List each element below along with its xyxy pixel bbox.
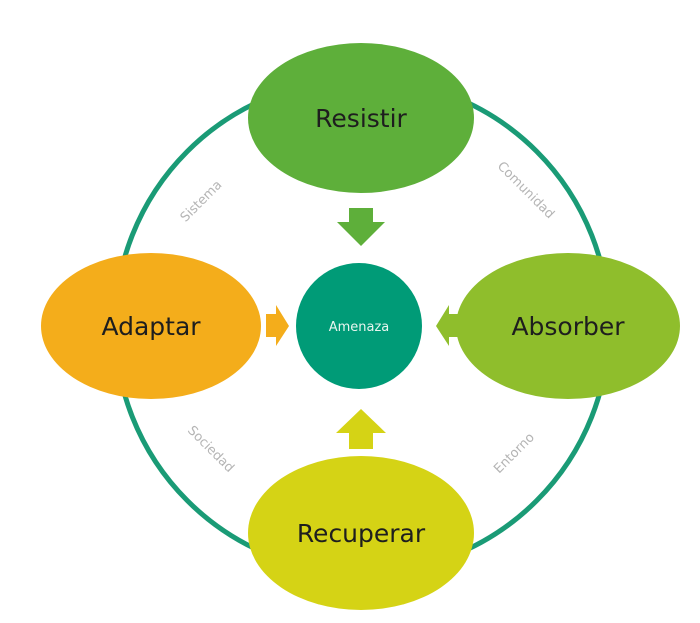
node-recuperar <box>248 456 474 610</box>
arrow-up-from-recuperar <box>336 409 386 449</box>
center-node-amenaza <box>296 263 422 389</box>
edge-label-comunidad: Comunidad <box>494 159 557 222</box>
edge-label-sistema: Sistema <box>178 178 226 226</box>
center-label: Amenaza <box>329 320 390 335</box>
arrow-down-from-resistir <box>337 208 385 246</box>
node-label-recuperar: Recuperar <box>297 519 426 548</box>
node-label-resistir: Resistir <box>315 104 407 133</box>
edge-label-entorno: Entorno <box>491 430 538 477</box>
node-adaptar <box>41 253 261 399</box>
edge-label-sociedad: Sociedad <box>184 423 237 476</box>
arrow-right-from-adaptar <box>266 305 289 346</box>
arrow-left-from-absorber <box>436 305 459 346</box>
node-label-absorber: Absorber <box>511 312 625 341</box>
node-absorber <box>456 253 680 399</box>
node-resistir <box>248 43 474 193</box>
node-label-adaptar: Adaptar <box>101 312 201 341</box>
